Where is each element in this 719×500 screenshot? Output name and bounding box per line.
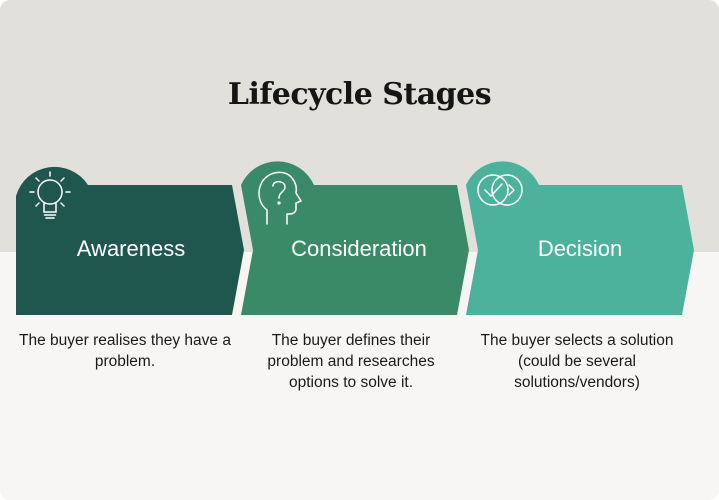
stage-awareness-label: Awareness [76,236,186,261]
stage-decision-description: The buyer selects a solution (could be s… [480,332,674,391]
stage-consideration-card: The buyer defines their problem and rese… [238,318,464,424]
stage-decision-label: Decision [537,236,623,261]
checkmark-circles-icon [477,174,523,206]
stage-decision-shape [466,161,694,315]
stage-consideration [241,161,469,315]
stage-awareness-card: The buyer realises they have a problem. [12,318,238,424]
stage-decision-card: The buyer selects a solution (could be s… [464,318,690,424]
stage-awareness [16,166,244,315]
stage-consideration-description: The buyer defines their problem and rese… [267,332,435,391]
stage-consideration-shape [241,161,469,315]
stage-decision [466,161,694,315]
stage-awareness-description: The buyer realises they have a problem. [19,332,231,370]
head-question-icon [258,171,302,225]
page-title: Lifecycle Stages [227,77,492,112]
stage-consideration-label: Consideration [291,236,427,261]
stage-awareness-shape [16,166,244,315]
lightbulb-icon [29,171,71,219]
